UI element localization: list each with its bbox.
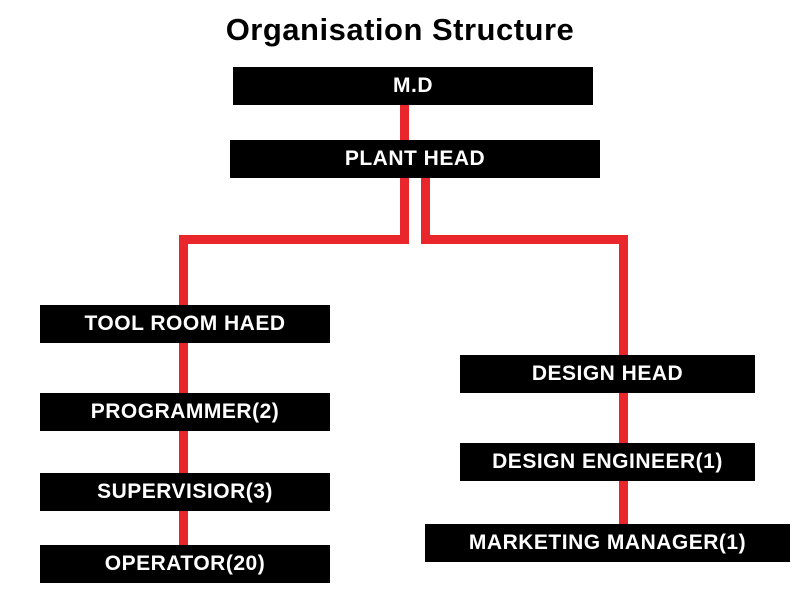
connector-branch-right-horizontal	[421, 235, 628, 244]
node-design-engineer: DESIGN ENGINEER(1)	[460, 443, 755, 481]
connector-plant-head-drop-left	[400, 176, 409, 244]
page-title: Organisation Structure	[225, 12, 575, 47]
node-programmer: PROGRAMMER(2)	[40, 393, 330, 431]
node-marketing-manager: MARKETING MANAGER(1)	[425, 524, 790, 562]
connector-branch-left-horizontal	[179, 235, 409, 244]
node-operator: OPERATOR(20)	[40, 545, 330, 583]
connector-md-to-plant-head	[400, 103, 409, 142]
node-plant-head: PLANT HEAD	[230, 140, 600, 178]
node-tool-room-head: TOOL ROOM HAED	[40, 305, 330, 343]
node-supervisor: SUPERVISIOR(3)	[40, 473, 330, 511]
node-design-head: DESIGN HEAD	[460, 355, 755, 393]
connector-plant-head-drop-right	[421, 176, 430, 244]
node-md: M.D	[233, 67, 593, 105]
